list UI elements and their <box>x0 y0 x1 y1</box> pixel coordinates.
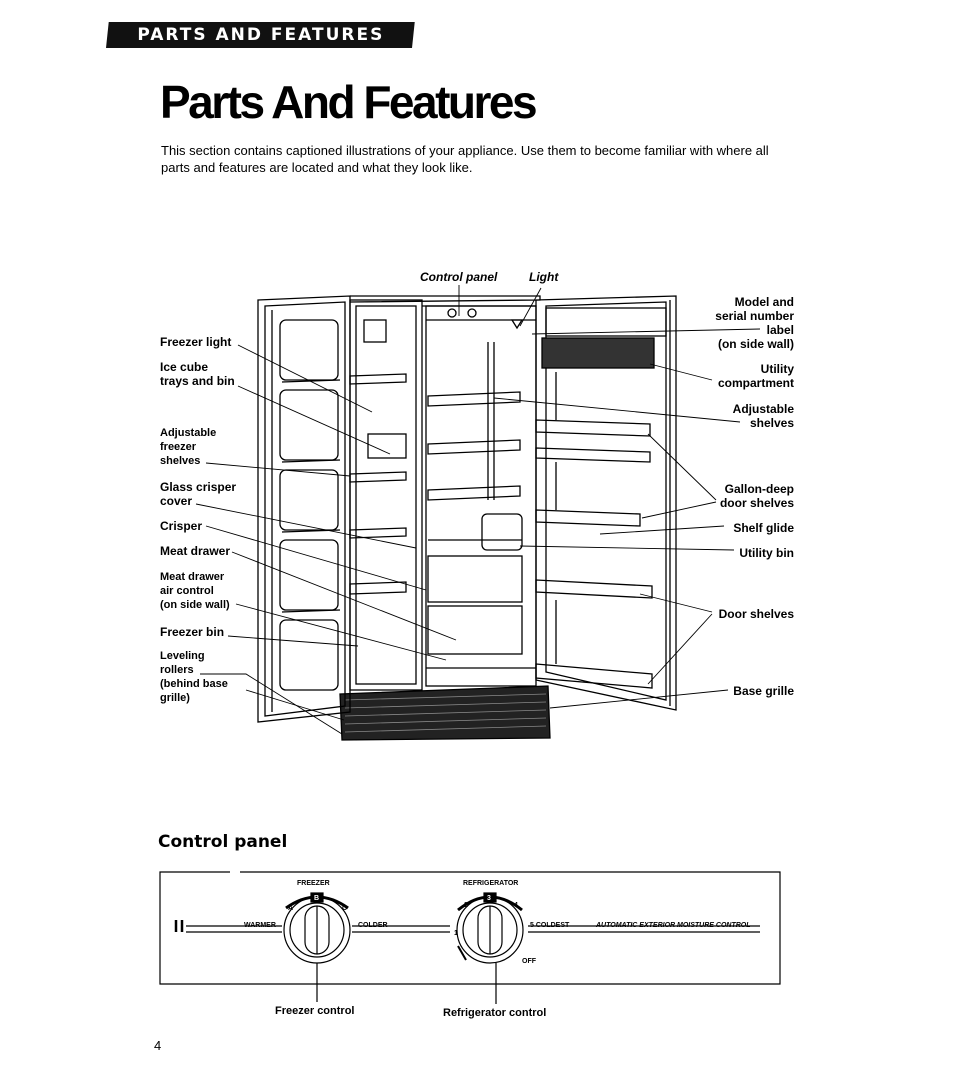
refrigerator-dial <box>456 892 524 1004</box>
refrigerator-door-drawing <box>535 295 677 711</box>
label-adjustable-freezer-shelves: Adjustable freezer shelves <box>160 427 217 467</box>
label-door-shelves: Door shelves <box>718 607 794 621</box>
fridge-setting-4: 4 <box>514 902 518 909</box>
freezer-dial-label: FREEZER <box>297 880 330 887</box>
label-ice-cube-trays: Ice cube trays and bin <box>160 360 235 388</box>
leader-lines-right <box>493 328 761 709</box>
freezer-control-caption: Freezer control <box>275 1005 355 1017</box>
warmer-label: WARMER <box>244 922 276 929</box>
label-light: Light <box>529 270 559 284</box>
coldest-label: 5 COLDEST <box>530 922 570 929</box>
label-utility-bin: Utility bin <box>739 546 794 560</box>
label-crisper: Crisper <box>160 519 203 533</box>
refrigerator-dial-label: REFRIGERATOR <box>463 880 519 887</box>
label-meat-drawer-air-control: Meat drawer air control (on side wall) <box>160 571 230 611</box>
freezer-setting-a: A <box>288 905 294 912</box>
page-number: 4 <box>154 1038 162 1053</box>
label-adjustable-shelves: Adjustable shelves <box>732 402 794 430</box>
colder-label: COLDER <box>358 922 388 929</box>
label-shelf-glide: Shelf glide <box>733 521 794 535</box>
page-title: Parts And Features <box>160 76 538 128</box>
label-control-panel: Control panel <box>420 270 498 284</box>
off-label: OFF <box>522 958 536 965</box>
moisture-control-label: AUTOMATIC EXTERIOR MOISTURE CONTROL <box>596 922 751 929</box>
label-model-serial: Model and serial number label (on side w… <box>715 295 794 351</box>
freezer-setting-b: B <box>314 895 320 902</box>
intro-paragraph: This section contains captioned illustra… <box>161 143 769 175</box>
label-freezer-light: Freezer light <box>160 335 232 349</box>
fridge-setting-2: 2 <box>464 902 468 909</box>
label-utility-compartment: Utility compartment <box>717 362 794 390</box>
label-leveling-rollers: Leveling rollers (behind base grille) <box>160 650 228 704</box>
leader-lines-top <box>458 285 542 327</box>
fridge-setting-1: 1 <box>454 930 458 937</box>
fridge-setting-3: 3 <box>487 895 491 902</box>
freezer-setting-c: C <box>342 905 348 912</box>
freezer-dial <box>283 892 351 1002</box>
label-gallon-deep-door-shelves: Gallon-deep door shelves <box>719 482 794 510</box>
base-grille-drawing <box>339 685 551 741</box>
cabinet-drawing <box>349 295 541 691</box>
label-meat-drawer: Meat drawer <box>160 544 231 558</box>
refrigerator-control-caption: Refrigerator control <box>443 1007 547 1019</box>
label-base-grille: Base grille <box>733 684 794 698</box>
control-panel-heading: Control panel <box>158 832 288 852</box>
label-glass-crisper-cover: Glass crisper cover <box>160 480 237 508</box>
label-freezer-bin: Freezer bin <box>160 625 225 639</box>
freezer-door-drawing <box>257 295 351 723</box>
leader-lines-left <box>195 344 457 735</box>
